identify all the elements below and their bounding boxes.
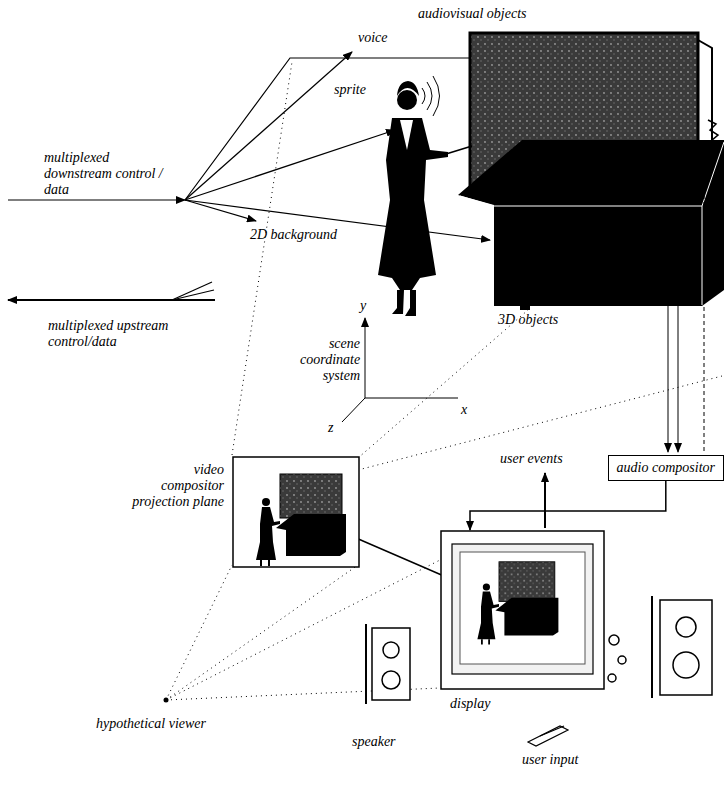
axis-label: z [328,420,348,436]
object-label: 3D objects [498,312,588,328]
mini-scene [477,562,558,645]
node-heading: video compositor projection plane [128,462,224,510]
stream-label: multiplexed upstream control/data [48,318,188,350]
viewer-label: hypothetical viewer [96,716,256,732]
downstream-arrows [8,52,490,240]
axis-label: x [461,402,481,418]
table-3d-object [458,140,724,310]
event-label: user events [500,451,590,467]
object-label: voice [358,30,408,46]
object-label: 2D background [250,227,360,243]
object-label: sprite [334,82,384,98]
node-outline [232,456,360,568]
axis-title: scene coordinate system [300,336,360,384]
user-events-arrow [544,473,546,528]
presenter-sprite [378,81,472,316]
process-label: audio compositor [617,460,715,476]
upstream-arrow [8,282,215,300]
voice-waves [422,76,440,116]
viewer-point [164,698,169,703]
connector-arrow [470,481,666,530]
display-monitor: display [440,530,605,690]
device-label: user input [522,752,612,768]
node-outline [440,530,605,690]
node-heading: display [450,696,490,712]
projection-plane: video compositor projection plane [232,456,360,568]
audio-feeds [668,195,704,452]
keyboard [528,726,568,746]
device-label: speaker [352,734,432,750]
viewing-rays [166,62,722,700]
mini-scene [256,474,346,566]
stream-label: multiplexed downstream control / data [44,150,174,198]
process-box: audio compositor [608,455,724,481]
heading-label: audiovisual objects [418,6,598,22]
axis-label: y [360,298,380,314]
